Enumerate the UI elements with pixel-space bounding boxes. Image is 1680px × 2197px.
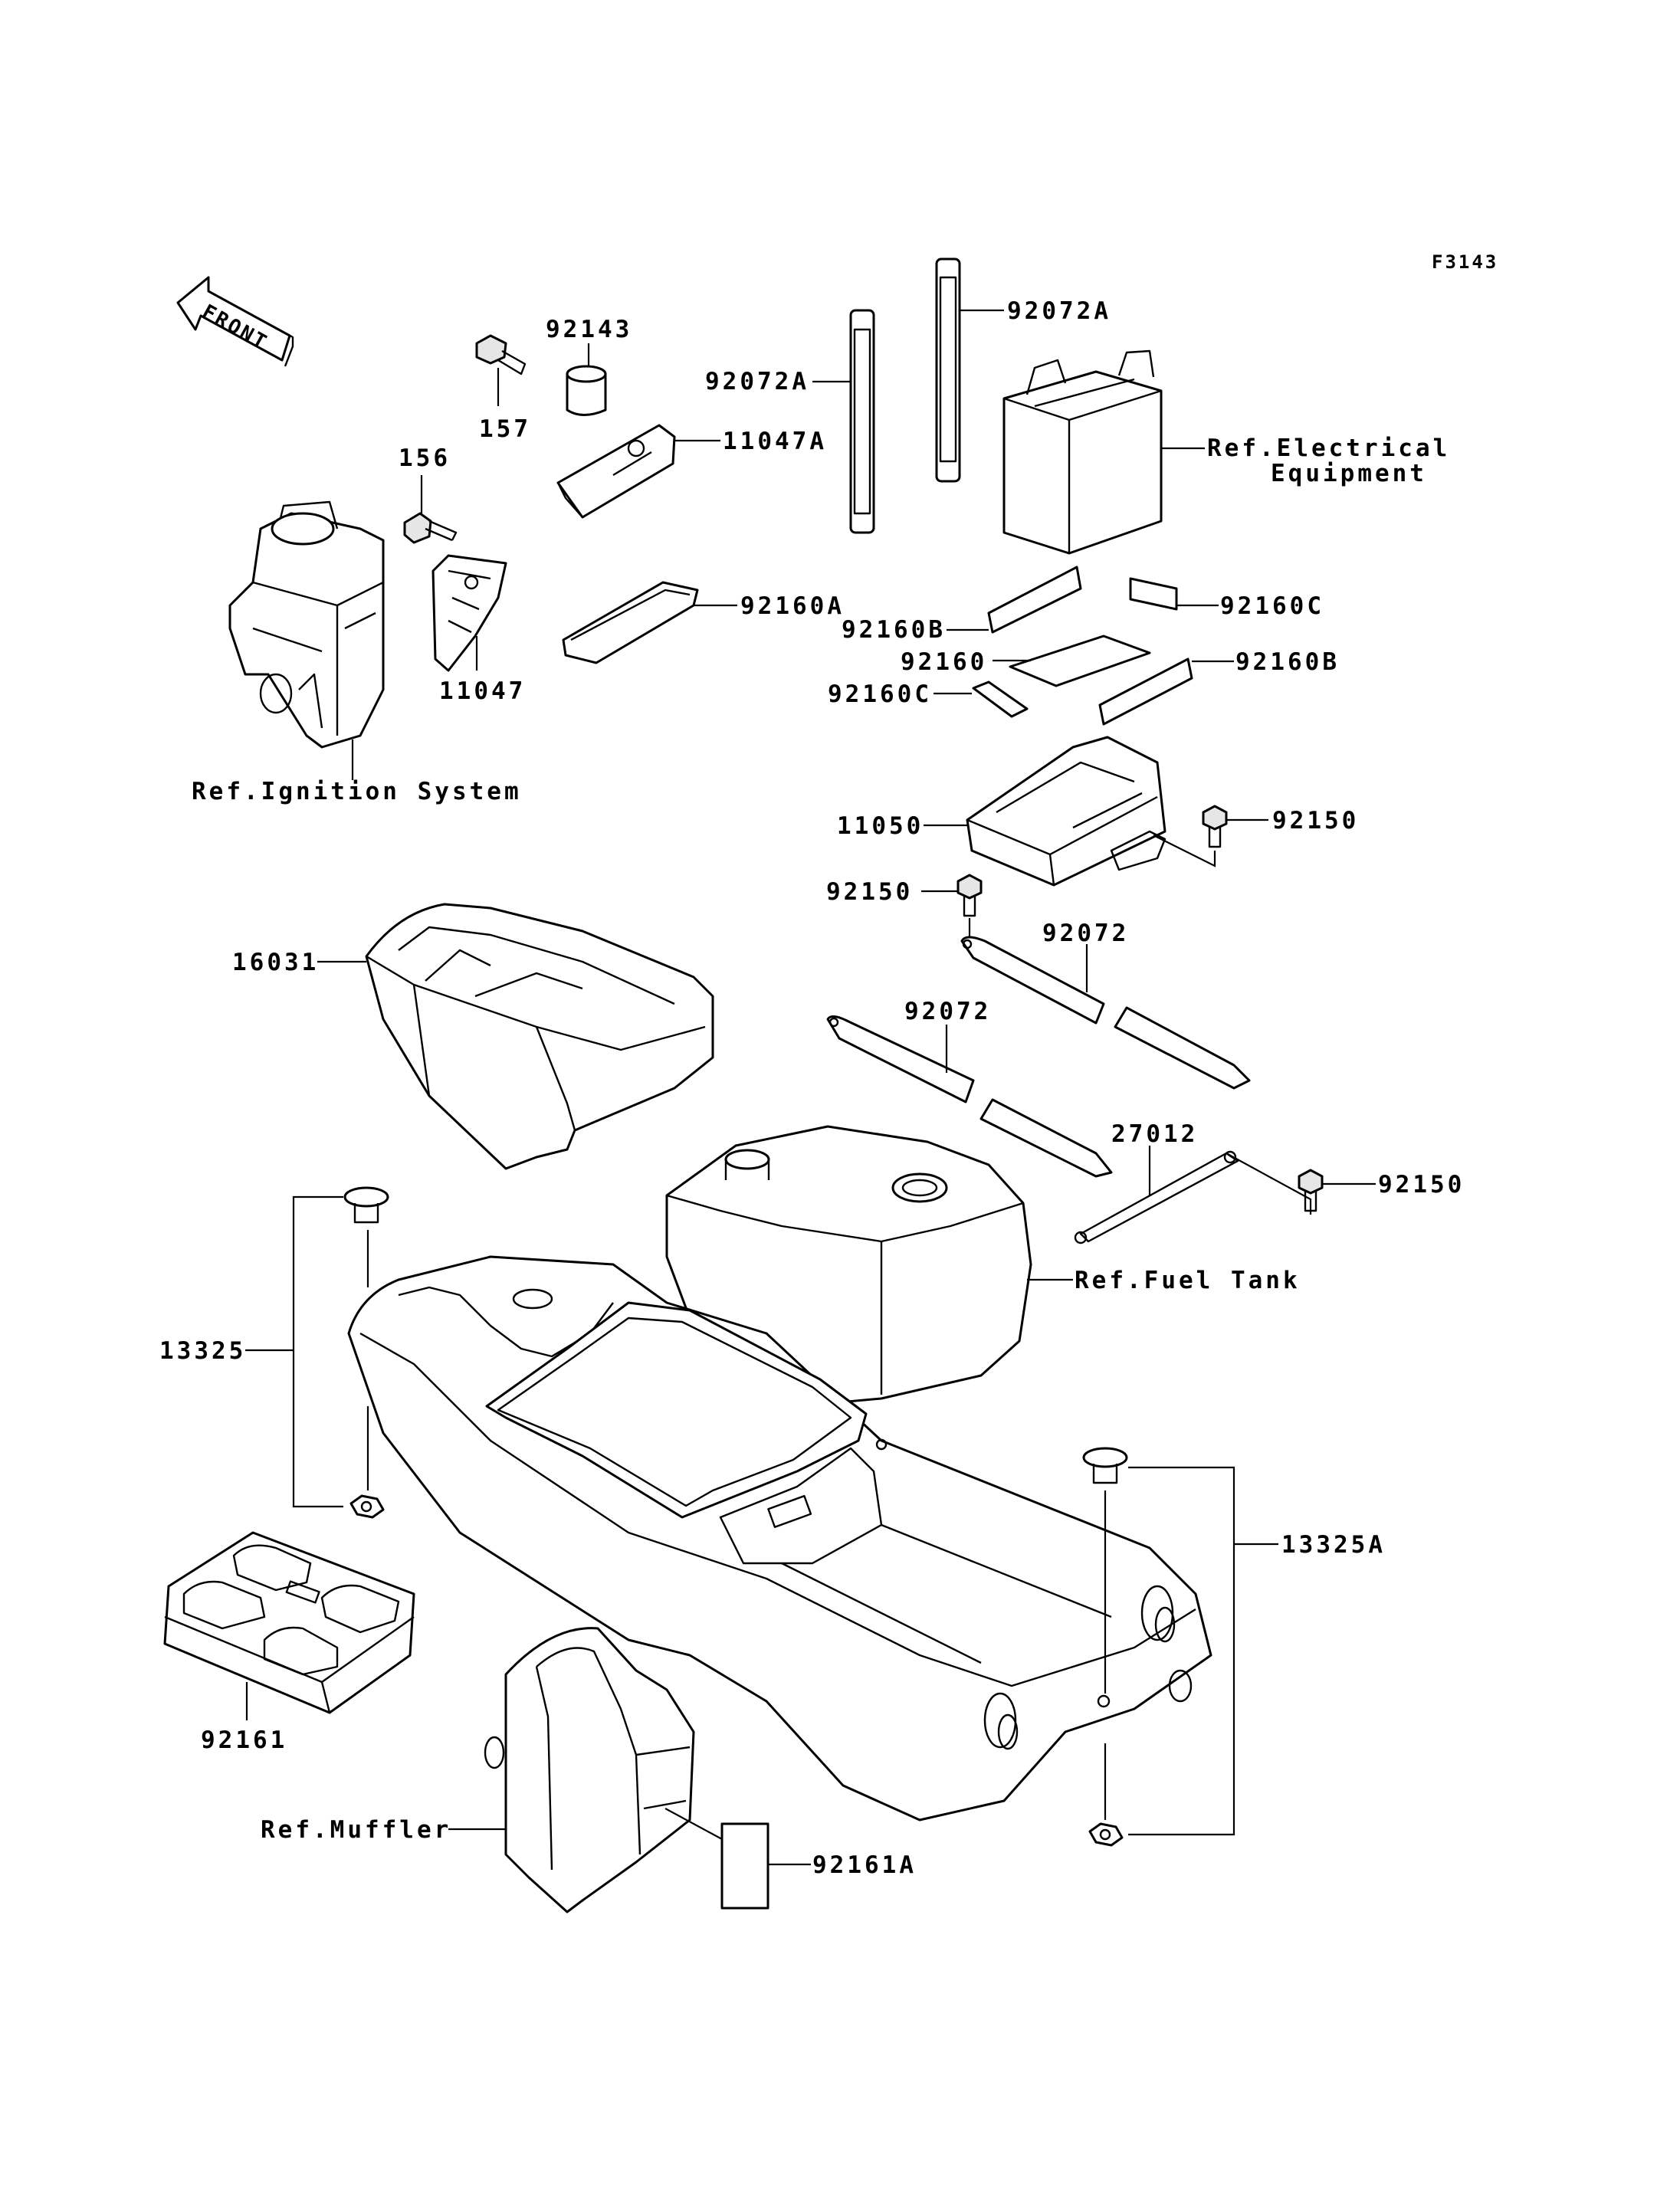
part-157-label: 157 <box>479 415 531 443</box>
part-156-label: 156 <box>399 444 451 472</box>
ignition-box-drawing <box>228 500 385 749</box>
part-92072A-right-label: 92072A <box>1007 297 1111 325</box>
ref-ignition-label: Ref.Ignition System <box>192 778 522 805</box>
part-92160-label: 92160 <box>901 648 987 676</box>
part-92161-label: 92161 <box>201 1726 287 1754</box>
strap-92072A-right-drawing <box>935 257 961 483</box>
part-92160C-left-label: 92160C <box>828 680 932 708</box>
fastener-13325A-drawing <box>1082 1447 1128 1847</box>
pad-92160C-right-drawing <box>1129 577 1178 611</box>
bracket-11047-drawing <box>431 554 507 672</box>
collar-92143-drawing <box>566 365 607 416</box>
part-11047A-label: 11047A <box>723 428 827 455</box>
muffler-drawing <box>484 1627 695 1913</box>
front-arrow-icon: FRONT <box>176 276 294 367</box>
bolt-92150-a-drawing <box>1202 805 1228 848</box>
part-92072-upper-label: 92072 <box>1042 920 1129 947</box>
battery-tray-11050-drawing <box>966 736 1166 887</box>
part-92150-a-label: 92150 <box>1272 807 1359 835</box>
part-92160B-left-label: 92160B <box>842 616 946 644</box>
hull-drawing <box>347 1255 1212 1822</box>
part-13325-label: 13325 <box>159 1337 246 1365</box>
ref-fuel-tank-label: Ref.Fuel Tank <box>1075 1267 1301 1294</box>
part-27012-label: 27012 <box>1111 1120 1198 1148</box>
pad-92161-drawing <box>163 1531 415 1714</box>
pad-92160-drawing <box>1009 635 1151 687</box>
ref-electrical-label: Ref.Electrical <box>1207 434 1450 462</box>
figure-code: F3143 <box>1432 251 1498 273</box>
part-16031-label: 16031 <box>232 949 319 976</box>
bolt-92150-b-drawing <box>956 874 983 917</box>
storage-tray-16031-drawing <box>365 903 714 1170</box>
ref-electrical-equipment-label: Equipment <box>1271 460 1427 487</box>
battery-drawing <box>1002 349 1163 555</box>
part-92072-lower-label: 92072 <box>904 998 991 1025</box>
pad-92160A-drawing <box>562 581 699 664</box>
part-11047-label: 11047 <box>439 677 526 705</box>
part-11050-label: 11050 <box>837 812 924 840</box>
part-13325A-label: 13325A <box>1281 1531 1386 1559</box>
strap-92072A-left-drawing <box>849 309 875 534</box>
bracket-11047A-drawing <box>556 424 676 519</box>
fastener-13325-drawing <box>343 1186 389 1519</box>
part-92160A-label: 92160A <box>740 592 845 620</box>
part-92072A-left-label: 92072A <box>705 368 809 395</box>
part-92161A-label: 92161A <box>812 1851 917 1879</box>
bolt-157-drawing <box>475 334 527 375</box>
ref-muffler-label: Ref.Muffler <box>261 1816 451 1844</box>
pad-92161A-drawing <box>720 1822 769 1910</box>
part-92150-c-label: 92150 <box>1378 1171 1465 1199</box>
pad-92160C-left-drawing <box>972 680 1029 718</box>
strap-92072-upper-drawing <box>960 936 1251 1090</box>
pad-92160B-right-drawing <box>1098 657 1193 726</box>
part-92160C-right-label: 92160C <box>1220 592 1324 620</box>
part-92160B-right-label: 92160B <box>1235 648 1340 676</box>
bolt-156-drawing <box>403 512 458 544</box>
part-92143-label: 92143 <box>546 316 632 343</box>
wire-27012-drawing <box>1074 1150 1239 1244</box>
strap-92072-lower-drawing <box>826 1015 1113 1178</box>
pad-92160B-left-drawing <box>987 566 1082 634</box>
part-92150-b-label: 92150 <box>826 878 913 906</box>
